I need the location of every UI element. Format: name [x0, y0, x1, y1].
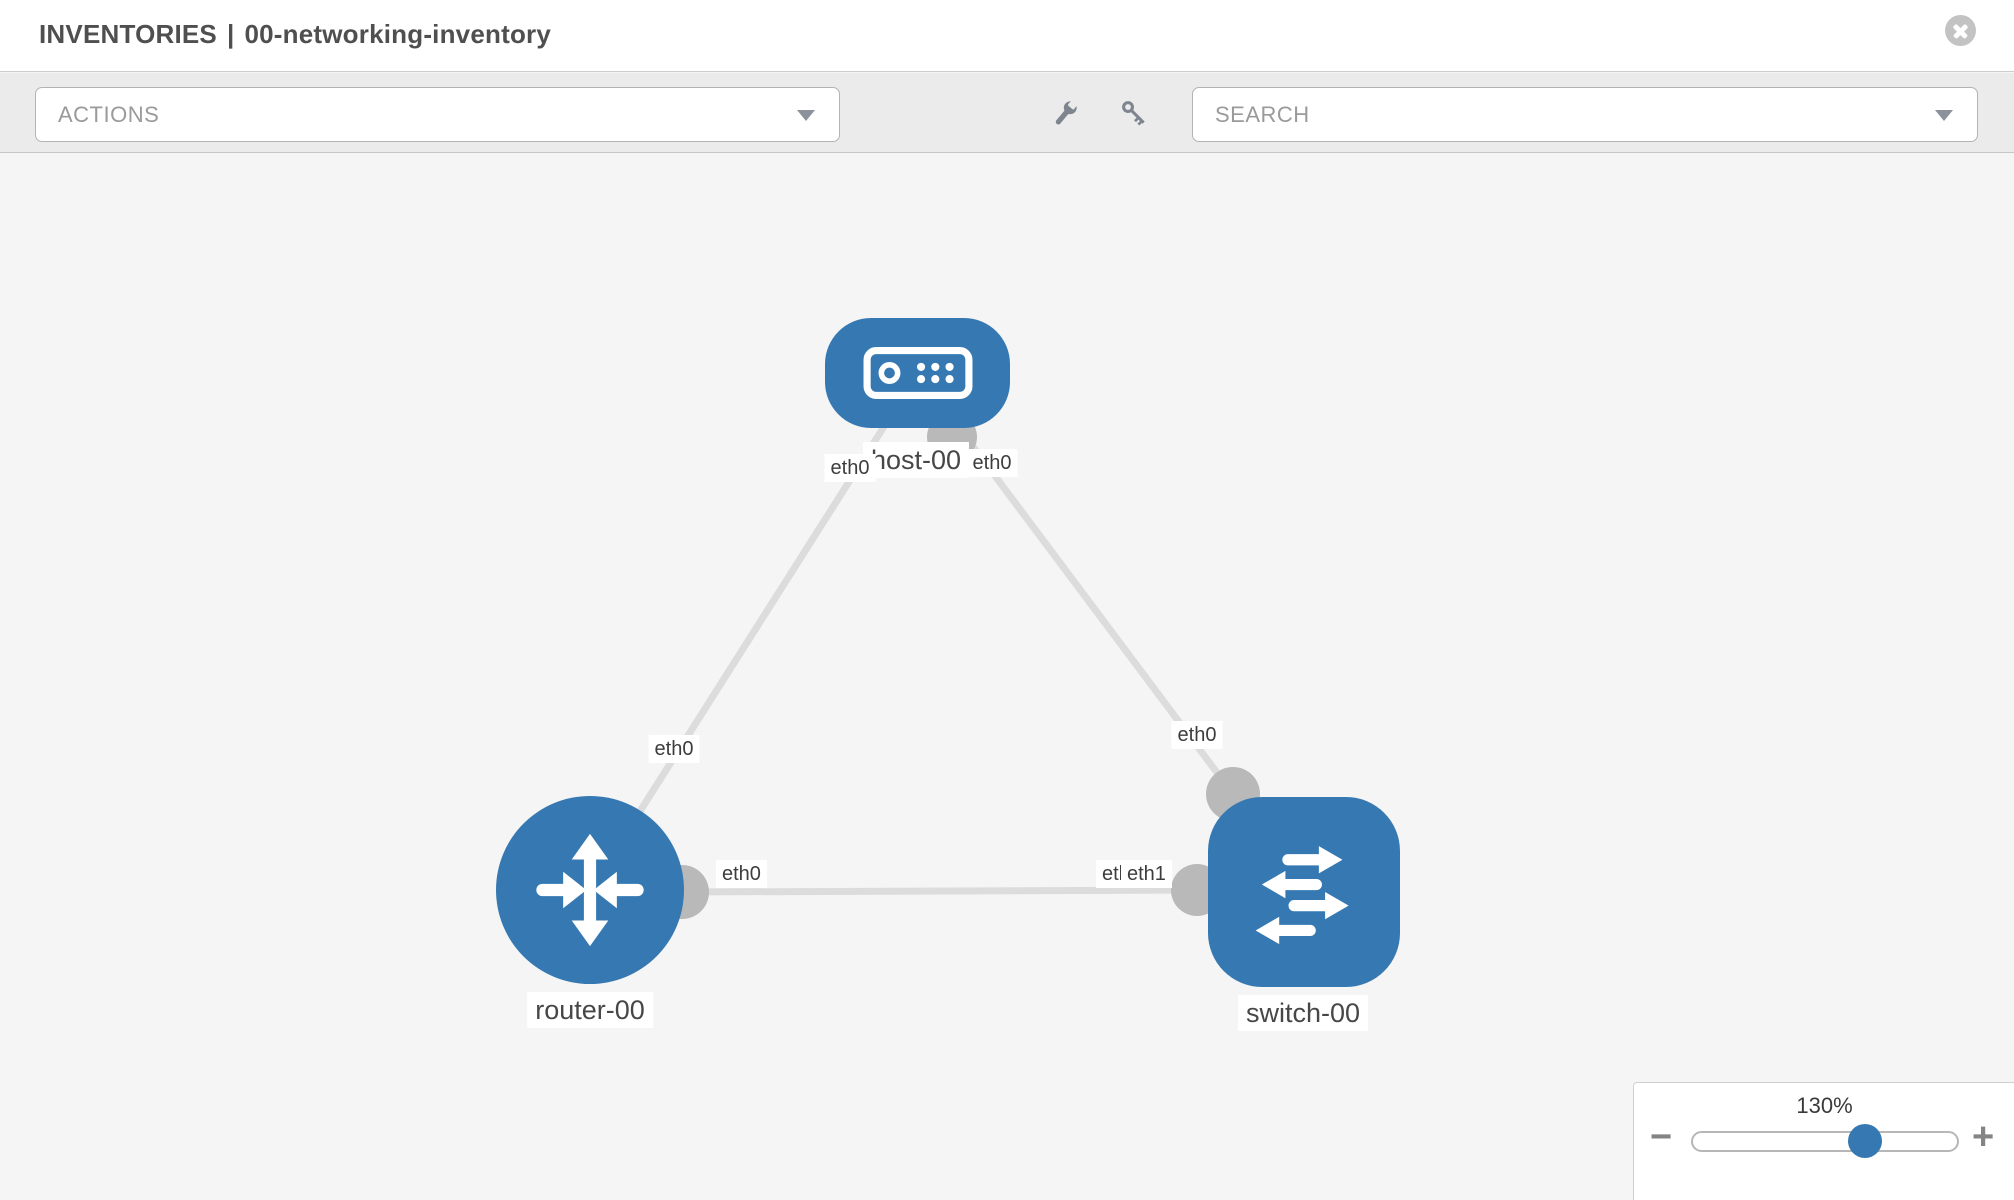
node-label-host: host-00 — [862, 442, 970, 479]
breadcrumb-separator: | — [226, 19, 235, 49]
page-title: INVENTORIES | 00-networking-inventory — [39, 19, 551, 50]
node-label-switch: switch-00 — [1237, 995, 1369, 1032]
port-label-switch-eth0-top: eth0 — [1171, 721, 1223, 749]
zoom-in-button[interactable]: + — [1972, 1116, 1995, 1158]
port-label-switch-eth0-clipped: eth0 — [1096, 860, 1123, 888]
node-switch-00[interactable] — [1208, 797, 1400, 987]
zoom-slider-track[interactable] — [1691, 1124, 1959, 1158]
key-tooth — [1137, 120, 1142, 126]
inventory-name: 00-networking-inventory — [244, 19, 552, 49]
port-label-router-eth0-right: eth0 — [716, 860, 767, 888]
port-label-host-eth0-left: eth0 — [824, 454, 876, 482]
topology-links-layer — [587, 370, 1260, 919]
caret-down-icon — [797, 110, 815, 121]
key-shaft — [1129, 108, 1145, 124]
link-router-switch — [681, 886, 1198, 896]
key-icon[interactable] — [1118, 97, 1152, 131]
topology-canvas[interactable]: host-00 router-00 switch-00 eth0 eth0 et… — [0, 154, 2014, 1200]
zoom-control-panel: 130% − + — [1633, 1082, 2014, 1200]
search-dropdown-label: SEARCH — [1215, 102, 1310, 127]
close-button[interactable] — [1945, 15, 1976, 46]
port-label-switch-eth1: eth1 — [1121, 860, 1172, 888]
node-host-00[interactable] — [825, 318, 1010, 428]
node-router-00[interactable] — [496, 796, 684, 984]
caret-down-icon — [1935, 110, 1953, 121]
server-icon — [863, 347, 972, 399]
switch-arrows-icon — [1255, 846, 1349, 945]
zoom-percent: 130% — [1796, 1093, 1853, 1118]
wrench-icon[interactable] — [1048, 97, 1082, 131]
breadcrumb-section: INVENTORIES — [39, 19, 217, 49]
port-label-router-eth0-top: eth0 — [648, 735, 700, 763]
search-dropdown[interactable]: SEARCH — [1192, 87, 1978, 142]
port-label-host-eth0-right: eth0 — [966, 449, 1018, 477]
header-bar: INVENTORIES | 00-networking-inventory — [0, 0, 2014, 72]
router-arrows-icon — [536, 833, 644, 947]
toolbar: ACTIONS SEARCH — [0, 73, 2014, 153]
wrench-handle — [1055, 109, 1070, 125]
zoom-out-button[interactable]: − — [1650, 1116, 1673, 1158]
key-tooth — [1134, 117, 1139, 123]
node-label-router: router-00 — [527, 992, 653, 1029]
actions-dropdown[interactable]: ACTIONS — [35, 87, 840, 142]
zoom-slider-thumb[interactable] — [1848, 1124, 1882, 1158]
actions-dropdown-label: ACTIONS — [58, 102, 160, 127]
